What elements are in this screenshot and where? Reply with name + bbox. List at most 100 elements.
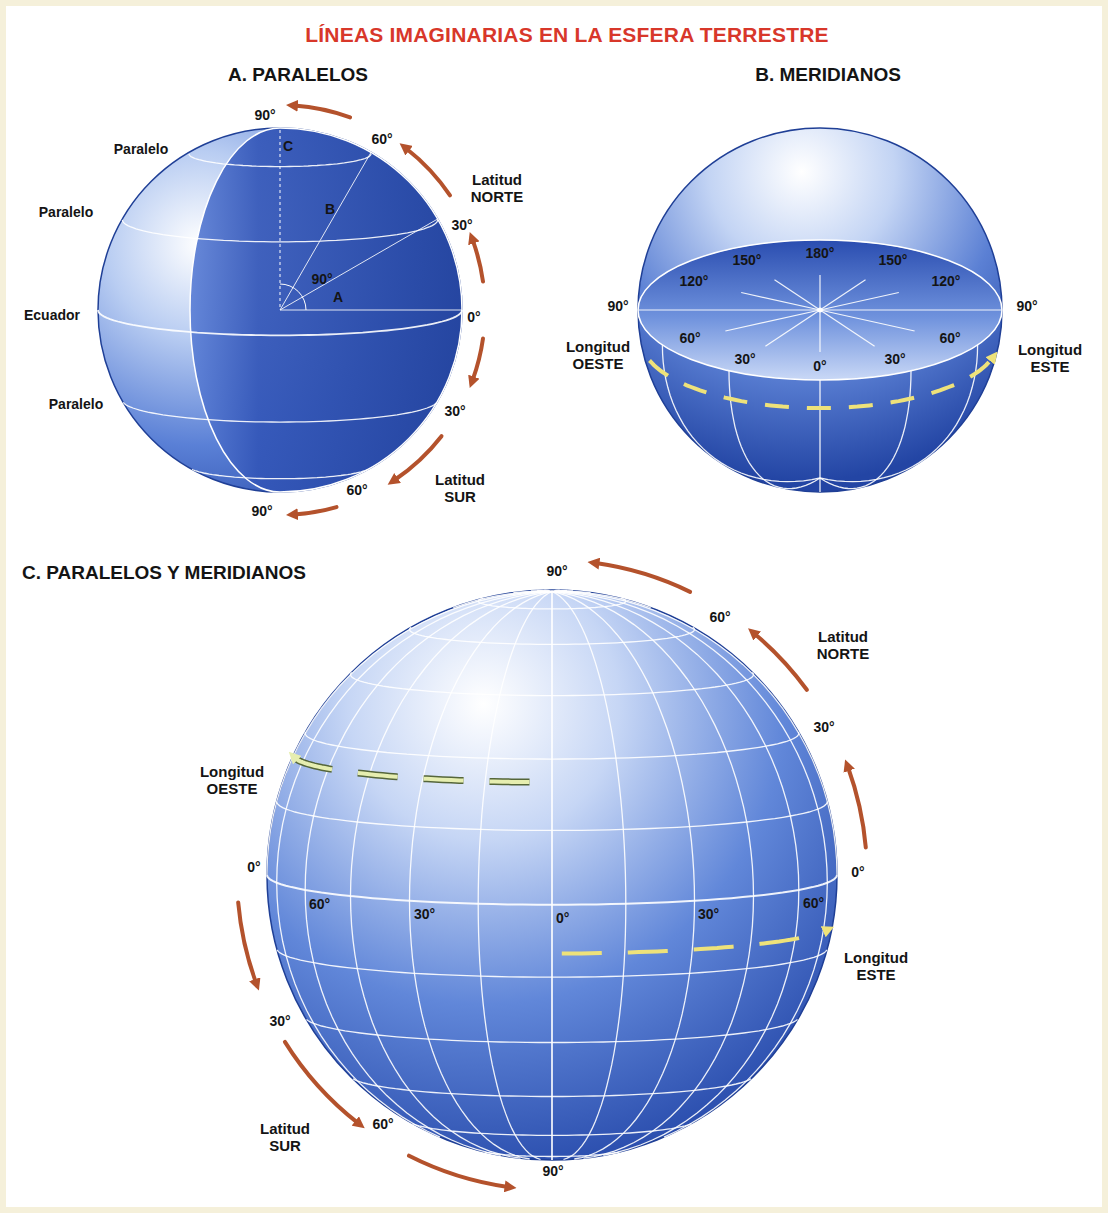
degree-label: 90° (1016, 299, 1037, 314)
degree-label: 150° (879, 253, 908, 268)
latitude-radius (280, 152, 371, 310)
degree-label: 180° (806, 246, 835, 261)
meridian-line (551, 592, 553, 1160)
earth-sphere (267, 590, 837, 1160)
latitude-arrow (409, 1156, 508, 1187)
degree-label: 150° (733, 253, 762, 268)
degree-label: 60° (372, 1117, 393, 1132)
degree-label: 90° (311, 272, 332, 287)
axis-label: Latitud NORTE (803, 629, 883, 662)
equator-plane (638, 240, 1002, 380)
earth-sphere (98, 128, 462, 492)
axis-label: Longitud OESTE (559, 339, 637, 372)
meridian-line (552, 592, 837, 875)
parallel-line (98, 310, 462, 335)
diagram-title: LÍNEAS IMAGINARIAS EN LA ESFERA TERRESTR… (305, 23, 829, 47)
meridian-line (552, 592, 651, 608)
latitude-arrow (395, 436, 442, 480)
latitude-arrow (848, 767, 866, 847)
axis-label: Paralelo (114, 142, 168, 157)
point-letter: A (333, 290, 343, 305)
plane-spoke (820, 310, 915, 331)
meridian-line (552, 592, 626, 1160)
degree-label: 0° (813, 359, 826, 374)
panel-heading: C. PARALELOS Y MERIDIANOS (22, 563, 306, 584)
latitude-arrow (238, 903, 256, 983)
plane-spoke (820, 310, 875, 346)
angle-mark (280, 284, 306, 310)
axis-label: Paralelo (39, 205, 93, 220)
longitude-arrow (650, 358, 993, 408)
meridian-line (478, 592, 552, 1160)
degree-label: 60° (309, 897, 330, 912)
longitude-arrow-outline (295, 758, 530, 783)
meridian-line (552, 590, 560, 592)
degree-label: 60° (939, 331, 960, 346)
parallel-line (123, 402, 437, 422)
degree-label: 30° (698, 907, 719, 922)
degree-label: 120° (932, 274, 961, 289)
meridian-line (552, 590, 573, 592)
meridian-line (552, 592, 695, 1159)
degree-label: 60° (679, 331, 700, 346)
degree-label: 120° (680, 274, 709, 289)
degree-label: 90° (607, 299, 628, 314)
plane-spoke (820, 293, 899, 311)
latitude-arrow (406, 149, 450, 196)
axis-label: Latitud SUR (250, 1121, 320, 1154)
meridian-line (552, 592, 754, 1159)
latitude-arrow (294, 507, 336, 514)
degree-label: 30° (734, 352, 755, 367)
meridian-line (410, 592, 553, 1159)
meridian-line (277, 592, 552, 1138)
latitude-arrow (473, 240, 483, 282)
degree-label: 60° (709, 610, 730, 625)
meridian-line (552, 592, 827, 1138)
degree-label: 60° (803, 896, 824, 911)
degree-label: 90° (254, 108, 275, 123)
axis-label: Ecuador (24, 308, 80, 323)
axis-label: Paralelo (49, 397, 103, 412)
latitude-arrow (285, 1042, 358, 1123)
degree-label: 0° (556, 911, 569, 926)
axis-label: Longitud ESTE (840, 950, 912, 983)
degree-label: 60° (346, 483, 367, 498)
degree-label: 0° (467, 310, 480, 325)
axis-label: Latitud SUR (425, 472, 495, 505)
latitude-arrow (596, 563, 690, 592)
degree-label: 30° (451, 218, 472, 233)
degree-label: 30° (884, 352, 905, 367)
degree-label: 90° (546, 564, 567, 579)
degree-label: 30° (269, 1014, 290, 1029)
meridian-line (820, 371, 911, 489)
axis-label: Longitud ESTE (1014, 342, 1086, 375)
earth-sphere (638, 128, 1002, 492)
latitude-arrow (473, 339, 483, 381)
degree-label: 0° (851, 865, 864, 880)
latitude-radius (280, 310, 462, 311)
earth-axis (280, 130, 281, 310)
degree-label: 90° (251, 504, 272, 519)
plane-spoke (819, 310, 820, 352)
longitude-arrow (295, 758, 530, 783)
panel-heading: B. MERIDIANOS (755, 65, 901, 86)
plane-center (818, 308, 823, 313)
degree-label: 30° (444, 404, 465, 419)
meridian-line (552, 592, 799, 1156)
parallel-line (192, 469, 368, 478)
meridian-line (729, 371, 820, 489)
meridian-line (351, 592, 553, 1159)
cutaway-section (190, 128, 462, 492)
plane-spoke (725, 310, 820, 331)
degree-label: 60° (371, 132, 392, 147)
latitude-arrow (755, 634, 807, 690)
point-letter: B (325, 202, 335, 217)
degree-label: 90° (542, 1164, 563, 1179)
point-letter: C (283, 139, 293, 154)
longitude-arrow (562, 930, 827, 953)
plane-spoke (820, 280, 866, 310)
axis-label: Latitud NORTE (457, 172, 537, 205)
meridian-line (305, 592, 552, 1156)
